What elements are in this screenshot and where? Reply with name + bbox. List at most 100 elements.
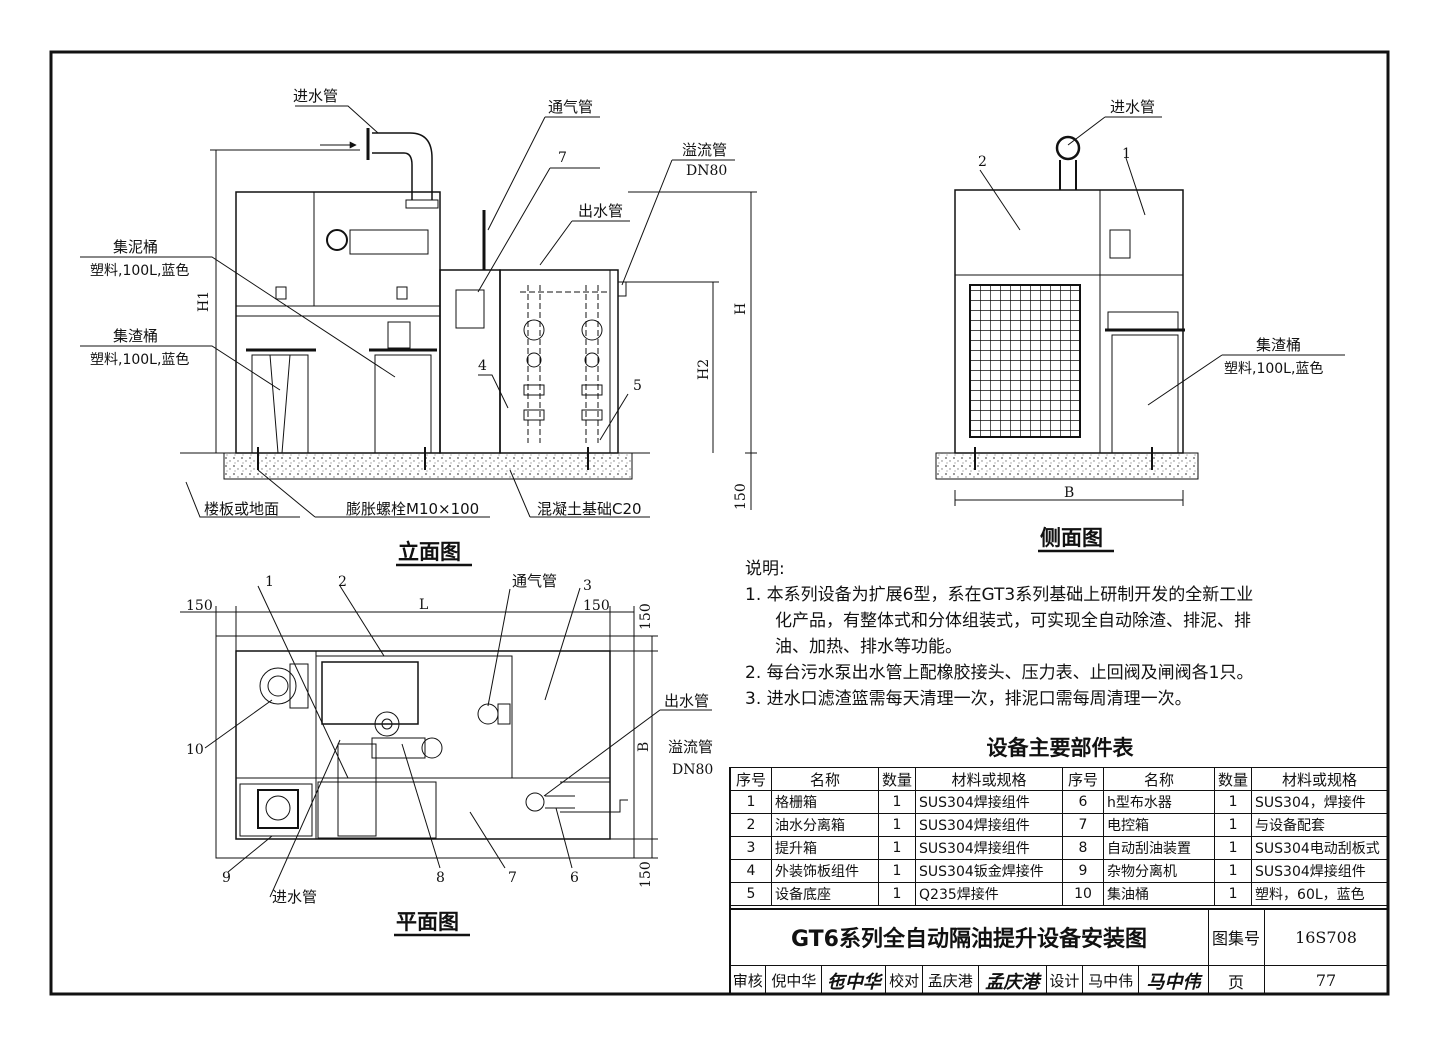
- page-number: 77: [1264, 965, 1388, 995]
- pump-assembly-right: [581, 285, 603, 443]
- sheet-frame: [49, 50, 1390, 996]
- cell: 7: [1062, 813, 1105, 837]
- plan-overflow-label: 溢流管: [668, 738, 713, 756]
- plan-dim-150-tl: 150: [186, 598, 213, 614]
- header-qty-1: 数量: [877, 767, 917, 791]
- cell: h型布水器: [1103, 790, 1216, 814]
- cell: 1: [877, 882, 917, 906]
- note-3: 3. 进水口滤渣篮需每天清理一次，排泥口需每周清理一次。: [745, 689, 1192, 709]
- cell: 外装饰板组件: [771, 859, 879, 883]
- elev-mud-bucket: 集泥桶: [113, 238, 158, 256]
- pump-assembly-left: [523, 285, 545, 443]
- note-1a: 1. 本系列设备为扩展6型，系在GT3系列基础上研制开发的全新工业: [745, 585, 1254, 605]
- side-inlet-pipe-icon: [1055, 135, 1081, 161]
- cell: SUS304焊接组件: [915, 813, 1064, 837]
- designer-name: 马中伟: [1083, 966, 1140, 995]
- cell: SUS304焊接组件: [915, 790, 1064, 814]
- cell: 2: [730, 813, 772, 837]
- cell: 1: [877, 813, 917, 837]
- parts-table-title: 设备主要部件表: [986, 736, 1134, 760]
- elev-callout-7: 7: [558, 150, 567, 166]
- vent-grille: [969, 284, 1081, 438]
- side-concrete-base: [935, 452, 1199, 480]
- parts-header-row: 序号 名称 数量 材料或规格 序号 名称 数量 材料或规格: [730, 767, 1388, 791]
- check-label: 校对: [886, 966, 923, 995]
- note-1c: 油、加热、排水等功能。: [775, 637, 962, 657]
- side-inlet-label: 进水管: [1110, 98, 1155, 116]
- cell: 8: [1062, 836, 1105, 860]
- table-row: 3 提升箱 1 SUS304焊接组件 8 自动刮油装置 1 SUS304电动刮板…: [730, 836, 1388, 860]
- side-dim-b: B: [1064, 485, 1074, 501]
- plan-dim-l: L: [419, 597, 428, 613]
- cell: 6: [1062, 790, 1105, 814]
- elev-outlet-label: 出水管: [578, 202, 623, 220]
- cell: 油水分离箱: [771, 813, 879, 837]
- cell: 塑料，60L，蓝色: [1251, 882, 1388, 906]
- cell: SUS304焊接组件: [915, 836, 1064, 860]
- table-row: 1 格栅箱 1 SUS304焊接组件 6 h型布水器 1 SUS304，焊接件: [730, 790, 1388, 814]
- drawing-title: GT6系列全自动隔油提升设备安装图: [730, 909, 1209, 965]
- plan-callout-9: 9: [222, 870, 231, 886]
- atlas-number: 16S708: [1295, 927, 1357, 947]
- header-qty-2: 数量: [1214, 767, 1253, 791]
- table-row: 5 设备底座 1 Q235焊接件 10 集油桶 1 塑料，60L，蓝色: [730, 882, 1388, 906]
- cell: 1: [877, 790, 917, 814]
- plan-dim-150-rt: 150: [638, 603, 654, 630]
- cell: SUS304钣金焊接件: [915, 859, 1064, 883]
- title-block: GT6系列全自动隔油提升设备安装图 图集号 16S708 页 77 审核 倪中华…: [730, 909, 1388, 995]
- plan-dim-b: B: [636, 742, 652, 752]
- cell: 电控箱: [1103, 813, 1216, 837]
- elev-callout-4: 4: [478, 358, 487, 374]
- cell: 1: [1214, 882, 1253, 906]
- checker-signature: 孟庆港: [979, 966, 1047, 995]
- signature-row: 审核 倪中华 㐌中华 校对 孟庆港 孟庆港 设计 马中伟 马中伟: [730, 965, 1209, 995]
- elev-dim-h2: H2: [696, 359, 712, 380]
- page-label: 页: [1208, 965, 1265, 995]
- side-slag-bucket: 集渣桶: [1256, 336, 1301, 354]
- elev-caption: 立面图: [398, 540, 461, 564]
- header-no-2: 序号: [1062, 767, 1105, 791]
- review-label: 审核: [730, 966, 767, 995]
- side-callout-1: 1: [1122, 146, 1131, 162]
- elev-vent-label: 通气管: [548, 98, 593, 116]
- cell: 集油桶: [1103, 882, 1216, 906]
- cell: 杂物分离机: [1103, 859, 1216, 883]
- plan-dim-150-tr: 150: [583, 598, 610, 614]
- header-no-1: 序号: [730, 767, 772, 791]
- header-name-2: 名称: [1103, 767, 1216, 791]
- concrete-base: [223, 452, 633, 480]
- cell: SUS304焊接组件: [1251, 859, 1388, 883]
- plan-callout-3: 3: [583, 578, 592, 594]
- elev-dim-h1: H1: [196, 291, 212, 312]
- elev-dim-150: 150: [733, 483, 749, 510]
- plan-inlet-label: 进水管: [272, 888, 317, 906]
- cell: 自动刮油装置: [1103, 836, 1216, 860]
- plan-vent-label: 通气管: [512, 572, 557, 590]
- elev-slag-bucket: 集渣桶: [113, 327, 158, 345]
- cell: SUS304电动刮板式: [1251, 836, 1388, 860]
- plan-caption: 平面图: [396, 910, 459, 934]
- header-name-1: 名称: [771, 767, 879, 791]
- cell: 设备底座: [771, 882, 879, 906]
- checker-name: 孟庆港: [923, 966, 979, 995]
- side-slag-bucket-spec: 塑料,100L,蓝色: [1224, 360, 1323, 377]
- elev-dim-h: H: [733, 303, 749, 315]
- cell: 1: [1214, 813, 1253, 837]
- reviewer-name: 倪中华: [766, 966, 823, 995]
- table-row: 4 外装饰板组件 1 SUS304钣金焊接件 9 杂物分离机 1 SUS304焊…: [730, 859, 1388, 883]
- plan-dim-150-rb: 150: [638, 861, 654, 888]
- plan-view: 1 2 通气管 3 L 150 150 150 150 B 出水管 溢流管 DN…: [180, 572, 713, 937]
- reviewer-signature: 㐌中华: [822, 966, 887, 995]
- cell: 3: [730, 836, 772, 860]
- plan-callout-2: 2: [338, 574, 347, 590]
- elevation-view: 进水管 通气管 7 溢流管 DN80 出水管 集泥桶 塑料,100L,蓝色 集渣…: [80, 87, 757, 567]
- cell: Q235焊接件: [915, 882, 1064, 906]
- design-label: 设计: [1047, 966, 1084, 995]
- elev-inlet-label: 进水管: [293, 87, 338, 105]
- cell: 格栅箱: [771, 790, 879, 814]
- table-row: 2 油水分离箱 1 SUS304焊接组件 7 电控箱 1 与设备配套: [730, 813, 1388, 837]
- cell: 与设备配套: [1251, 813, 1388, 837]
- cell: 1: [877, 859, 917, 883]
- cell: 9: [1062, 859, 1105, 883]
